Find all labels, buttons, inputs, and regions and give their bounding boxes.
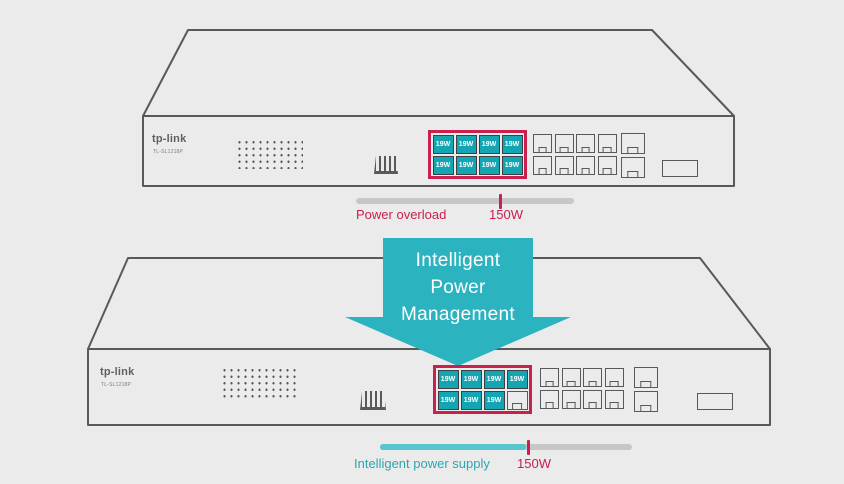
port-notch <box>640 404 652 412</box>
ethernet-port-group <box>533 134 617 175</box>
switch-model-label: TL-SL1218P <box>153 149 184 155</box>
combo-port-group <box>621 133 645 178</box>
port-notch <box>609 380 619 387</box>
power-limit-value: 150W <box>517 456 551 471</box>
poe-port: 19W <box>455 155 477 175</box>
poe-port: 19W <box>483 369 505 389</box>
ethernet-port <box>583 368 602 387</box>
port-notch <box>602 146 612 153</box>
poe-port: 19W <box>506 369 528 389</box>
port-notch <box>602 168 612 175</box>
vent-holes <box>221 367 298 399</box>
poe-port: 19W <box>501 134 523 154</box>
combo-port <box>621 157 645 178</box>
vent-holes <box>236 139 303 169</box>
port-notch <box>566 380 576 387</box>
ethernet-port-group <box>540 368 624 409</box>
port-notch <box>559 168 569 175</box>
ethernet-port <box>597 134 617 153</box>
port-notch <box>627 170 639 178</box>
combo-port <box>634 367 658 388</box>
port-notch <box>545 402 554 409</box>
ethernet-port <box>604 389 624 409</box>
poe-port: 19W <box>478 155 500 175</box>
port-notch <box>588 402 597 409</box>
poe-port: 19W <box>460 369 482 389</box>
power-limit-value: 150W <box>489 207 523 222</box>
ethernet-port <box>561 389 581 409</box>
poe-port-group-overloaded: 19W 19W 19W 19W 19W 19W 19W 19W <box>428 130 527 179</box>
switch-model-label: TL-SL1218P <box>101 382 132 388</box>
arrow-caption-line: Intelligent <box>415 250 501 271</box>
intelligent-supply-label: Intelligent power supply <box>354 456 490 471</box>
ethernet-port <box>561 368 581 387</box>
arrow-caption: Intelligent Power Management <box>383 247 533 328</box>
combo-port <box>621 133 645 154</box>
top-switch-top-face <box>142 29 735 117</box>
ethernet-port <box>554 155 574 175</box>
power-limit-marker <box>527 440 530 455</box>
combo-port <box>634 391 658 412</box>
ethernet-port <box>554 134 574 153</box>
port-notch <box>545 380 554 387</box>
sfp-slot <box>697 393 733 410</box>
ethernet-port <box>540 368 559 387</box>
poe-port: 19W <box>460 390 482 410</box>
power-bar-fill <box>380 444 526 450</box>
poe-port: 19W <box>501 155 523 175</box>
down-arrow <box>345 238 571 366</box>
poe-port: 19W <box>437 369 459 389</box>
ethernet-port <box>533 134 552 153</box>
ethernet-port <box>604 368 624 387</box>
poe-port-group-managed: 19W 19W 19W 19W 19W 19W 19W <box>433 365 532 414</box>
ethernet-port <box>597 155 617 175</box>
port-notch <box>566 402 576 409</box>
poe-port: 19W <box>432 134 454 154</box>
console-port-icon <box>360 391 386 410</box>
port-notch <box>538 146 547 153</box>
combo-port-group <box>634 367 658 412</box>
ethernet-port <box>576 155 595 175</box>
port-notch <box>627 146 639 154</box>
port-notch <box>512 403 522 410</box>
bottom-switch-front-face <box>87 348 771 426</box>
ethernet-port <box>583 389 602 409</box>
port-notch <box>640 380 652 388</box>
arrow-caption-line: Management <box>401 304 515 325</box>
port-notch <box>559 146 569 153</box>
power-overload-label: Power overload <box>356 207 447 222</box>
poe-port: 19W <box>455 134 477 154</box>
tplink-logo: tp-link <box>100 366 135 378</box>
console-port-icon <box>374 156 398 174</box>
port-notch <box>538 168 547 175</box>
ethernet-port <box>533 155 552 175</box>
port-notch <box>581 146 590 153</box>
poe-port: 19W <box>483 390 505 410</box>
port-notch <box>581 168 590 175</box>
power-limit-marker <box>499 194 502 209</box>
ethernet-port <box>576 134 595 153</box>
poe-port: 19W <box>478 134 500 154</box>
ethernet-port <box>540 389 559 409</box>
sfp-slot <box>662 160 698 177</box>
port-notch <box>609 402 619 409</box>
poe-port-unpowered <box>506 390 528 410</box>
tplink-logo: tp-link <box>152 133 187 145</box>
poe-port: 19W <box>437 390 459 410</box>
poe-port: 19W <box>432 155 454 175</box>
port-notch <box>588 380 597 387</box>
power-bar-track <box>356 198 574 204</box>
arrow-caption-line: Power <box>430 277 486 298</box>
